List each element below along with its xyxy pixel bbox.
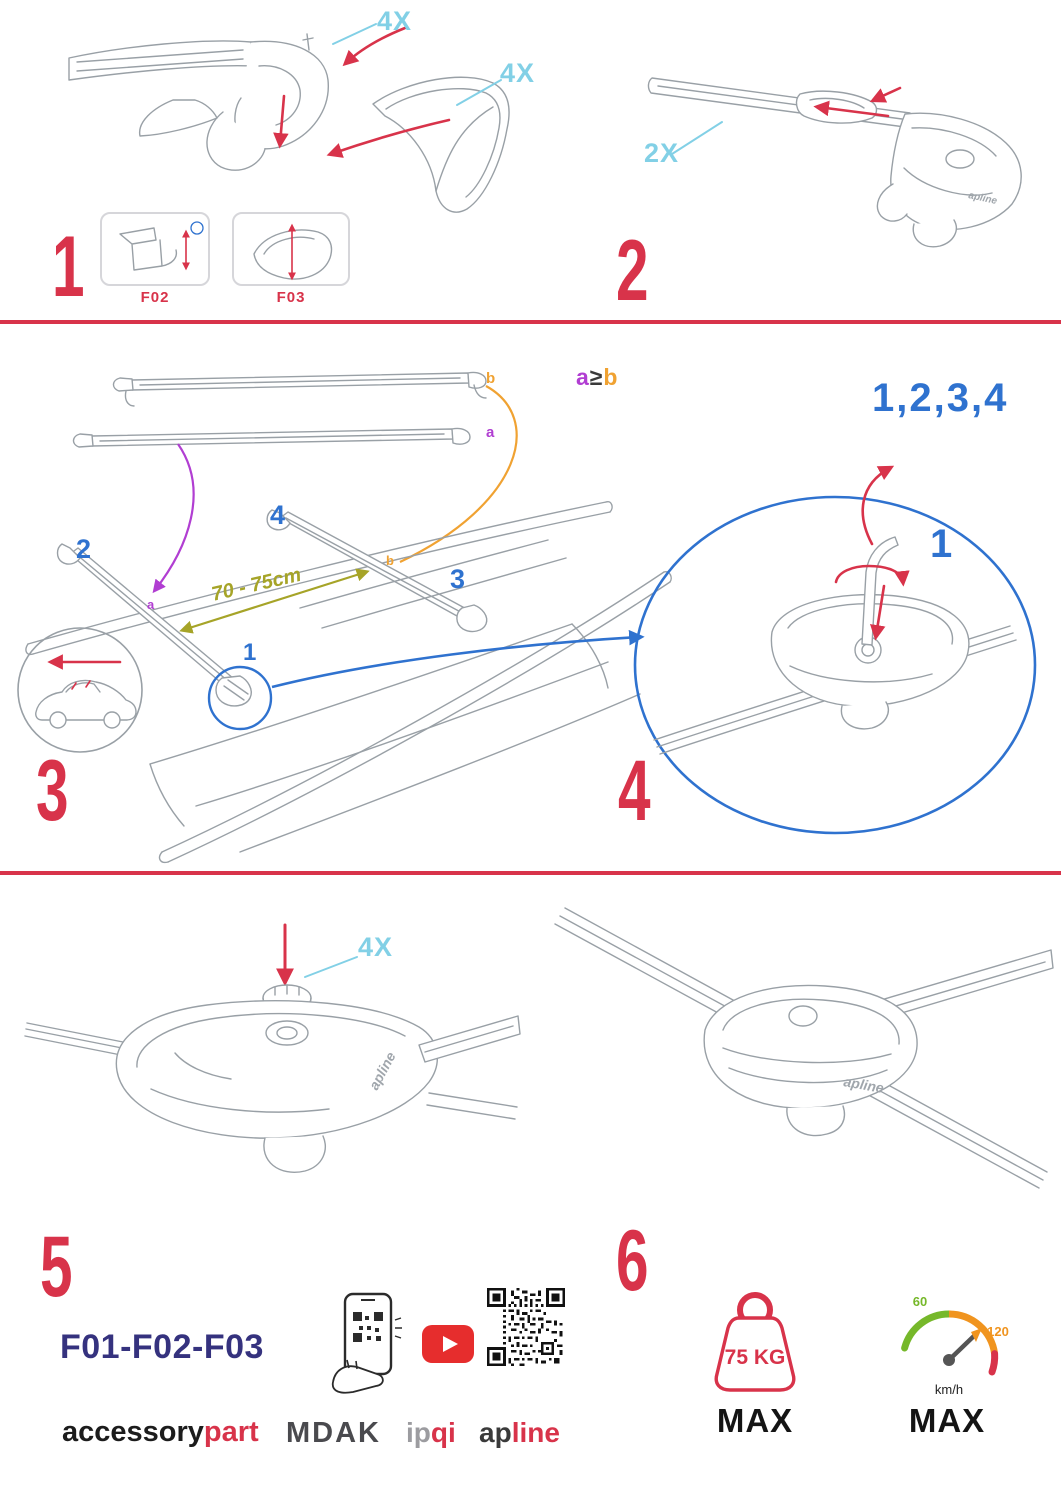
crossbar-b-sketch xyxy=(112,371,487,407)
brand-apline: apline xyxy=(479,1419,560,1447)
model-codes: F01-F02-F03 xyxy=(60,1328,264,1366)
bar-b-label: b xyxy=(486,370,496,387)
rule-operator: ≥ xyxy=(589,364,604,390)
step4-zoom-detail xyxy=(633,465,1037,835)
step5-number: 5 xyxy=(40,1219,73,1315)
position-3-label: 3 xyxy=(450,564,466,594)
zoom-pointer-arrow xyxy=(271,629,645,689)
step6-number: 6 xyxy=(616,1213,649,1309)
brand-ip-text: ip xyxy=(406,1417,431,1448)
play-triangle xyxy=(443,1336,458,1352)
car-body-sketch xyxy=(149,539,641,853)
clamp-logo-text: apline xyxy=(842,1073,885,1096)
assembly-arrows xyxy=(273,26,451,158)
max-weight-value: 75 KG xyxy=(725,1346,786,1369)
max-speed-label: MAX xyxy=(908,1402,986,1439)
sequence-arrow xyxy=(861,465,895,546)
step1-crossbar-end-drawing xyxy=(68,23,510,213)
gauge-low-value: 60 xyxy=(913,1294,927,1309)
section-divider-2 xyxy=(0,871,1061,875)
step2-number: 2 xyxy=(616,223,649,319)
mounted-crossbar-2 xyxy=(56,543,252,707)
phone-scan-icon xyxy=(331,1292,402,1394)
step4-number: 4 xyxy=(618,743,651,839)
tighten-sequence-label: 1,2,3,4 xyxy=(872,376,1009,420)
step1-qty-top-label: 4X xyxy=(377,6,413,36)
clamp-foot-sketch: apline xyxy=(703,984,918,1137)
distance-arrow xyxy=(179,568,370,634)
position-1-label: 1 xyxy=(243,639,257,666)
tighten-down-arrow xyxy=(870,584,886,641)
section-divider-1 xyxy=(0,320,1061,324)
foot-clamp-sketch: apline xyxy=(876,112,1022,248)
step5-cap-drawing: apline xyxy=(24,923,521,1173)
zoom-circle xyxy=(633,495,1037,835)
qr-code xyxy=(487,1288,565,1366)
car-direction-inset xyxy=(17,627,143,753)
step2-qty-label: 2X xyxy=(644,138,680,168)
brand-part-text: part xyxy=(203,1416,259,1448)
step3-4-roof-drawing xyxy=(17,371,1037,864)
gauge-needle xyxy=(946,1331,979,1363)
length-rule: a≥b xyxy=(576,366,618,389)
brand-line-text: line xyxy=(511,1417,560,1448)
step1-qty-side-label: 4X xyxy=(500,58,536,88)
brand-accessory-text: accessory xyxy=(62,1416,204,1448)
rule-b: b xyxy=(603,364,619,390)
f03-part-sketch xyxy=(253,223,333,281)
slide-in-arrows xyxy=(813,86,902,118)
clamp-foot-sketch: apline xyxy=(115,1000,438,1173)
hand-sketch xyxy=(331,1365,384,1394)
rule-a: a xyxy=(576,364,590,390)
max-weight-label: MAX xyxy=(716,1402,794,1439)
brand-qi-text: qi xyxy=(430,1417,456,1448)
inset-box-f03 xyxy=(232,212,350,286)
tighten-start-label: 1 xyxy=(930,522,955,566)
gauge-unit: km/h xyxy=(935,1382,963,1397)
phone-qr-pattern xyxy=(353,1312,383,1342)
position-1-circle xyxy=(207,665,273,731)
cover-cap-sketch xyxy=(372,76,510,213)
gauge-high-value: 120 xyxy=(987,1324,1009,1339)
insert-part-sketch xyxy=(795,90,878,124)
crossbar-a-sketch xyxy=(72,427,471,448)
roof-a-label: a xyxy=(147,597,155,612)
mounted-crossbar-4-3 xyxy=(266,509,488,633)
inset-box-f02 xyxy=(100,212,210,286)
step1-number: 1 xyxy=(52,219,85,315)
f02-part-sketch xyxy=(119,221,204,271)
callout-dot xyxy=(190,221,204,235)
bar-a-label: a xyxy=(486,424,495,441)
position-2-label: 2 xyxy=(76,534,92,564)
clamp-mechanism-sketch xyxy=(139,33,329,171)
allen-key-sketch xyxy=(861,536,899,646)
rotation-arrow xyxy=(834,564,910,587)
step6-mounted-drawing: apline xyxy=(554,907,1054,1189)
position-4-label: 4 xyxy=(270,500,286,530)
youtube-icon xyxy=(422,1325,474,1363)
brand-ipqi: ipqi xyxy=(406,1419,456,1447)
brand-accessorypart: accessorypart xyxy=(62,1418,259,1447)
qty-pointer-line xyxy=(304,956,358,978)
step5-qty-label: 4X xyxy=(358,932,394,962)
brand-mdak: MDAK xyxy=(286,1417,381,1449)
roof-b-label: b xyxy=(386,553,394,568)
qty-pointer-lines xyxy=(332,23,502,106)
qty-pointer-line xyxy=(671,121,723,155)
inset-label-f03: F03 xyxy=(276,289,306,306)
bar-a-position-curve xyxy=(152,443,195,594)
step2-bar-insert-drawing: apline xyxy=(647,77,1022,248)
max-weight-icon: 75 KG xyxy=(714,1292,796,1392)
speed-limit-gauge-icon: 60 120 km/h xyxy=(901,1294,1009,1397)
inset-label-f02: F02 xyxy=(140,289,170,306)
brand-ap-text: ap xyxy=(479,1417,512,1448)
step3-number: 3 xyxy=(36,743,69,839)
bar-profile-sketch xyxy=(68,40,255,81)
